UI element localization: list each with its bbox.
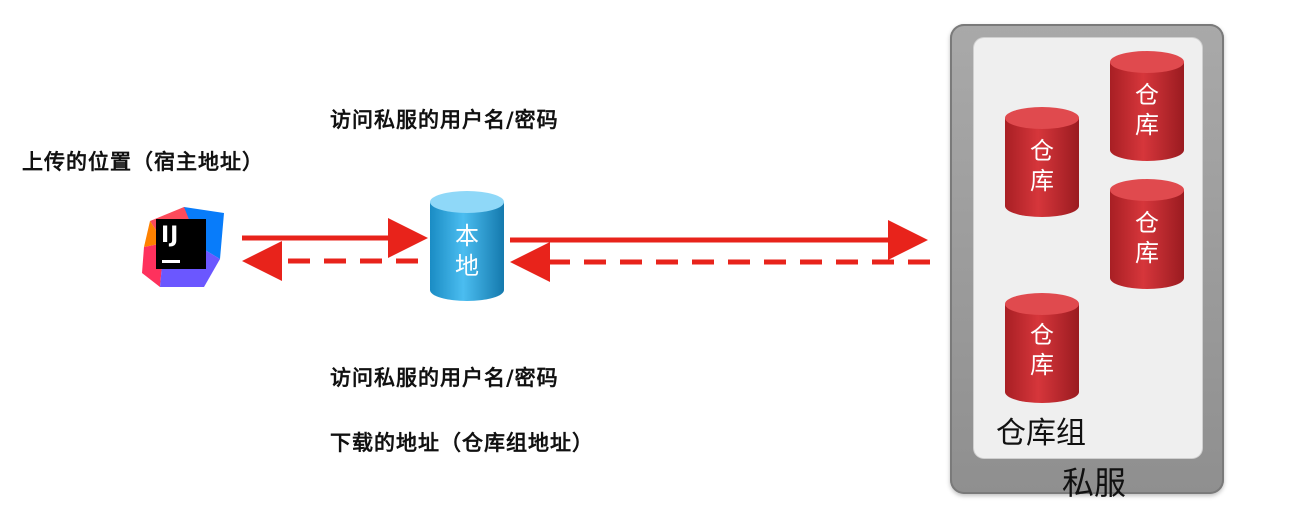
repository-label-line2: 库 [1030,167,1054,195]
repository-label-line2: 库 [1135,239,1159,267]
repository-label-line1: 仓 [1135,81,1159,109]
repository-cylinder [1110,51,1184,161]
repository-group-label: 仓库组 [996,416,1086,451]
repository-label: 仓 库 [1005,136,1079,196]
download-address-label: 下载的地址（仓库组地址） [330,431,594,455]
ide-logo-bar [162,260,180,263]
private-server-label: 私服 [1062,464,1127,502]
repository-cylinder [1005,293,1079,403]
repository-label-line2: 库 [1135,111,1159,139]
repository-cylinder [1110,179,1184,289]
ide-logo-text: IJ [161,223,180,248]
local-repository-label: 本 地 [430,221,504,281]
local-label-line1: 本 [455,222,479,250]
upload-location-label: 上传的位置（宿主地址） [22,150,264,174]
repository-label: 仓 库 [1110,208,1184,268]
credentials-label-top: 访问私服的用户名/密码 [330,108,559,132]
repository-label-line1: 仓 [1030,321,1054,349]
credentials-label-bottom: 访问私服的用户名/密码 [330,366,559,390]
repository-label: 仓 库 [1110,80,1184,140]
intellij-idea-icon-mark: IJ [156,219,206,269]
local-repository-cylinder [430,191,504,301]
repository-label-line2: 库 [1030,351,1054,379]
repository-label-line1: 仓 [1030,137,1054,165]
repository-label-line1: 仓 [1135,209,1159,237]
repository-label: 仓 库 [1005,320,1079,380]
local-label-line2: 地 [455,252,479,280]
repository-cylinder [1005,107,1079,217]
